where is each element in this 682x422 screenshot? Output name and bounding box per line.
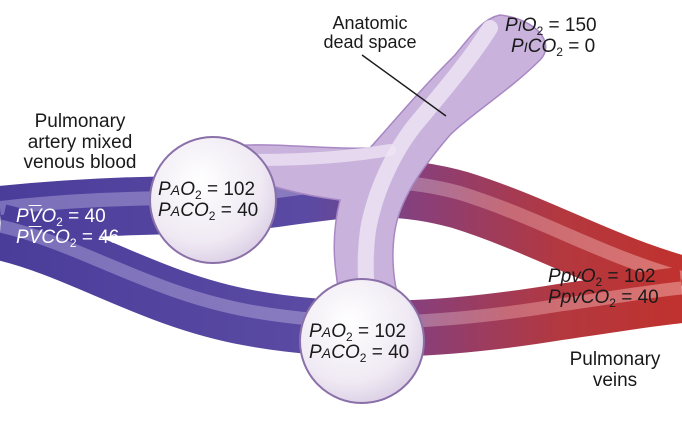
pulmonary-artery-line-2: artery mixed: [27, 131, 133, 153]
airway-tree: [218, 14, 547, 308]
mixed-venous-pco2-value: = 46: [81, 226, 120, 248]
mixed-venous-pco2: PVCO2 = 46: [16, 226, 120, 250]
pulmonary-vein-po2-value: = 102: [607, 266, 656, 287]
inspired-pco2: PICO2 = 0: [511, 35, 596, 59]
main-airway: [218, 14, 547, 301]
inspired-po2: PIO2 = 150: [505, 15, 597, 38]
alveolus-lower-po2: PAO2 = 102: [309, 321, 407, 344]
inspired-po2-value: = 150: [548, 15, 597, 36]
alveolus-lower-po2-value: = 102: [357, 321, 407, 342]
pulmonary-artery-label: Pulmonary artery mixed venous blood: [0, 111, 160, 174]
inspired-pco2-value: = 0: [568, 35, 596, 57]
main-airway-sheen: [357, 20, 498, 308]
mixed-venous-po2: PVO2 = 40: [16, 206, 106, 229]
alveolus-lower-values: PAO2 = 102 PACO2 = 40: [309, 321, 410, 365]
dead-space-line-2: dead space: [323, 32, 417, 53]
alveolus-upper-po2-value: = 102: [206, 179, 256, 200]
alveolus-upper-pco2-value: = 40: [220, 199, 259, 221]
inspired-values: PIO2 = 150 PICO2 = 0: [505, 15, 597, 59]
pulmonary-veins-line-1: Pulmonary: [569, 349, 661, 370]
pulmonary-veins-label: Pulmonary veins: [548, 349, 682, 391]
alveolus-upper-po2: PAO2 = 102: [158, 179, 256, 202]
mixed-venous-po2-value: = 40: [68, 206, 106, 227]
dead-space-line-1: Anatomic: [332, 13, 408, 33]
alveolus-upper-values: PAO2 = 102 PACO2 = 40: [158, 179, 259, 223]
dead-space-label: Anatomic dead space: [305, 13, 435, 53]
pulmonary-vein-pco2: PpvCO2 = 40: [548, 286, 659, 310]
pulmonary-vein-pco2-value: = 40: [621, 286, 659, 308]
alveolus-lower-sac: [299, 278, 425, 404]
alveoli: [149, 136, 425, 404]
alveolus-lower-pco2: PACO2 = 40: [309, 341, 410, 365]
alveolus-upper-pco2: PACO2 = 40: [158, 199, 259, 223]
alveolus-lower-pco2-value: = 40: [371, 341, 410, 363]
pulmonary-artery-line-1: Pulmonary: [34, 111, 126, 132]
pulmonary-artery-line-3: venous blood: [23, 152, 137, 174]
pulmonary-veins-line-2: veins: [592, 369, 638, 391]
alveolus-upper-sac: [149, 136, 277, 264]
mixed-venous-values: PVO2 = 40 PVCO2 = 46: [16, 206, 120, 250]
pulmonary-vein-values: PpvO2 = 102 PpvCO2 = 40: [548, 266, 659, 310]
dead-space-leader-line: [361, 54, 447, 117]
pulmonary-vein-po2: PpvO2 = 102: [548, 266, 656, 289]
